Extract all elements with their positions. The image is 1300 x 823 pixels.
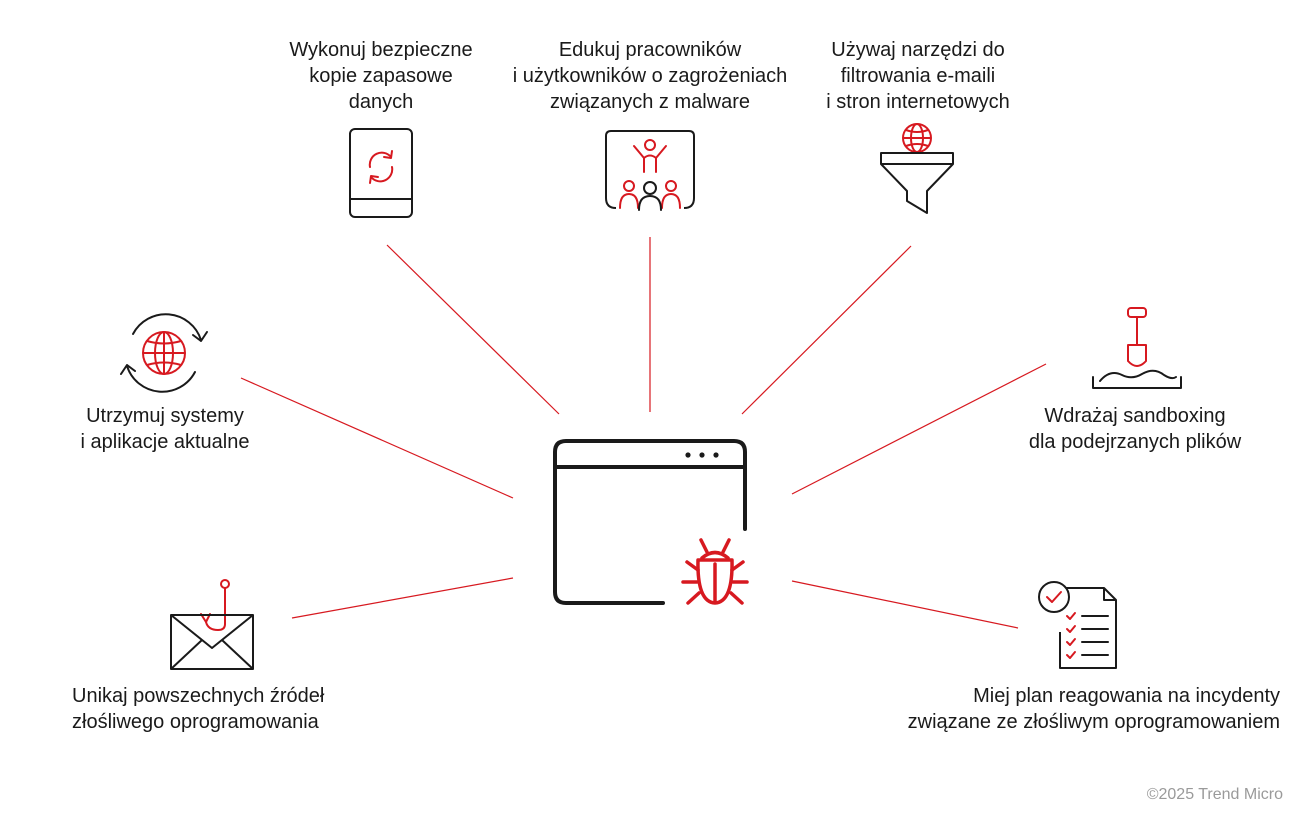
tip-line: filtrowania e-maili bbox=[840, 65, 996, 87]
tip-line: Używaj narzędzi do bbox=[831, 39, 1005, 61]
connector-update bbox=[240, 377, 514, 499]
tip-backup-label: Wykonuj bezpieczne kopie zapasowe danych bbox=[231, 37, 531, 115]
tip-line: Utrzymuj systemy bbox=[86, 405, 244, 427]
tip-filter-label: Używaj narzędzi do filtrowania e-maili i… bbox=[768, 37, 1068, 115]
tip-educate-label: Edukuj pracowników i użytkowników o zagr… bbox=[470, 37, 830, 115]
tip-line: i aplikacje aktualne bbox=[80, 431, 250, 453]
tip-plan-label: Miej plan reagowania na incydenty związa… bbox=[830, 683, 1280, 735]
copyright-notice: ©2025 Trend Micro bbox=[1146, 786, 1283, 803]
connector-backup bbox=[386, 244, 560, 415]
training-people-icon bbox=[605, 130, 695, 211]
connector-avoid bbox=[291, 577, 514, 619]
connector-filter bbox=[741, 245, 912, 415]
browser-window-bug-icon bbox=[553, 439, 749, 605]
backup-drive-sync-icon bbox=[349, 128, 413, 218]
tip-line: Wykonuj bezpieczne bbox=[289, 39, 473, 61]
globe-refresh-icon bbox=[120, 313, 208, 393]
tip-line: związane ze złośliwym oprogramowaniem bbox=[907, 711, 1280, 733]
tip-line: danych bbox=[348, 91, 414, 113]
sandbox-shovel-icon bbox=[1092, 307, 1182, 389]
globe-filter-funnel-icon bbox=[880, 123, 954, 214]
tip-line: Wdrażaj sandboxing bbox=[1044, 405, 1226, 427]
tip-line: Edukuj pracowników bbox=[558, 39, 742, 61]
tip-line: związanych z malware bbox=[549, 91, 751, 113]
connector-sandbox bbox=[791, 363, 1047, 495]
connector-plan bbox=[791, 580, 1019, 629]
tip-line: kopie zapasowe bbox=[309, 65, 453, 87]
tip-sandbox-label: Wdrażaj sandboxing dla podejrzanych plik… bbox=[1000, 403, 1270, 455]
response-checklist-icon bbox=[1038, 581, 1117, 669]
tip-line: i stron internetowych bbox=[826, 91, 1010, 113]
tip-avoid-label: Unikaj powszechnych źródeł złośliwego op… bbox=[72, 683, 392, 735]
tip-line: Miej plan reagowania na incydenty bbox=[973, 685, 1280, 707]
tip-line: Unikaj powszechnych źródeł bbox=[72, 685, 325, 707]
tip-line: dla podejrzanych plików bbox=[1028, 431, 1242, 453]
tip-update-label: Utrzymuj systemy i aplikacje aktualne bbox=[40, 403, 290, 455]
tip-line: złośliwego oprogramowania bbox=[72, 711, 319, 733]
phishing-email-hook-icon bbox=[170, 579, 254, 670]
tip-line: i użytkowników o zagrożeniach bbox=[512, 65, 788, 87]
